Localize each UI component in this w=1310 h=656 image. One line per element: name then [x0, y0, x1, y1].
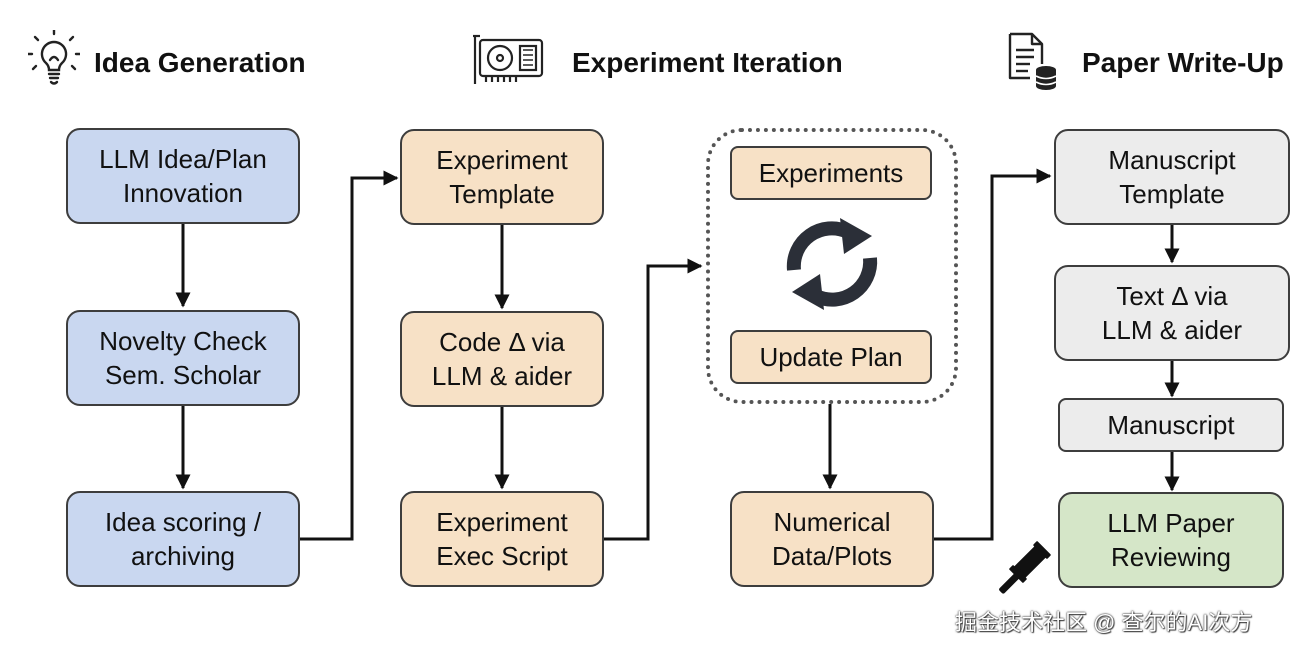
- box-experiments: Experiments: [730, 146, 932, 200]
- box-experiment-template: Experiment Template: [400, 129, 604, 225]
- box-llm-idea-plan: LLM Idea/Plan Innovation: [66, 128, 300, 224]
- box-text-delta-label: Text Δ via LLM & aider: [1101, 281, 1243, 345]
- box-experiment-template-label: Experiment Template: [436, 145, 568, 209]
- box-manuscript-template: Manuscript Template: [1054, 129, 1290, 225]
- header-idea-generation: Idea Generation: [26, 28, 306, 98]
- box-numerical-data-plots-label: Numerical Data/Plots: [772, 507, 892, 571]
- document-database-icon: [1004, 30, 1058, 97]
- box-idea-scoring-label: Idea scoring / archiving: [104, 507, 262, 571]
- box-experiments-label: Experiments: [758, 158, 904, 188]
- arrow-data-to-paper: [934, 168, 1052, 541]
- arrow-exec-to-loop: [604, 258, 703, 541]
- box-update-plan: Update Plan: [730, 330, 932, 384]
- box-llm-paper-reviewing-label: LLM Paper Reviewing: [1107, 508, 1235, 572]
- box-update-plan-label: Update Plan: [759, 342, 903, 372]
- box-manuscript-label: Manuscript: [1107, 410, 1235, 440]
- box-code-delta-label: Code Δ via LLM & aider: [431, 327, 573, 391]
- gavel-icon: [996, 540, 1052, 596]
- box-text-delta: Text Δ via LLM & aider: [1054, 265, 1290, 361]
- box-manuscript: Manuscript: [1058, 398, 1284, 452]
- box-novelty-check-label: Novelty Check Sem. Scholar: [99, 326, 267, 390]
- watermark: 掘金技术社区 @ 查尔的AI次方: [955, 610, 1253, 635]
- box-novelty-check: Novelty Check Sem. Scholar: [66, 310, 300, 406]
- cycle-arrows-icon: [778, 212, 886, 316]
- box-experiment-exec-script: Experiment Exec Script: [400, 491, 604, 587]
- box-llm-idea-plan-label: LLM Idea/Plan Innovation: [99, 144, 267, 208]
- box-numerical-data-plots: Numerical Data/Plots: [730, 491, 934, 587]
- header-paper-label: Paper Write-Up: [1082, 47, 1284, 78]
- header-experiment-label: Experiment Iteration: [572, 47, 843, 78]
- box-idea-scoring: Idea scoring / archiving: [66, 491, 300, 587]
- arrow-idea-to-experiment: [300, 170, 399, 541]
- header-experiment-iteration: Experiment Iteration: [472, 28, 843, 98]
- header-paper-write-up: Paper Write-Up: [1004, 28, 1284, 98]
- box-llm-paper-reviewing: LLM Paper Reviewing: [1058, 492, 1284, 588]
- lightbulb-icon: [26, 28, 82, 97]
- box-manuscript-template-label: Manuscript Template: [1108, 145, 1236, 209]
- experiment-loop-region: [706, 128, 958, 404]
- header-idea-label: Idea Generation: [94, 47, 306, 78]
- box-experiment-exec-script-label: Experiment Exec Script: [436, 507, 568, 571]
- gpu-card-icon: [472, 32, 546, 95]
- box-code-delta: Code Δ via LLM & aider: [400, 311, 604, 407]
